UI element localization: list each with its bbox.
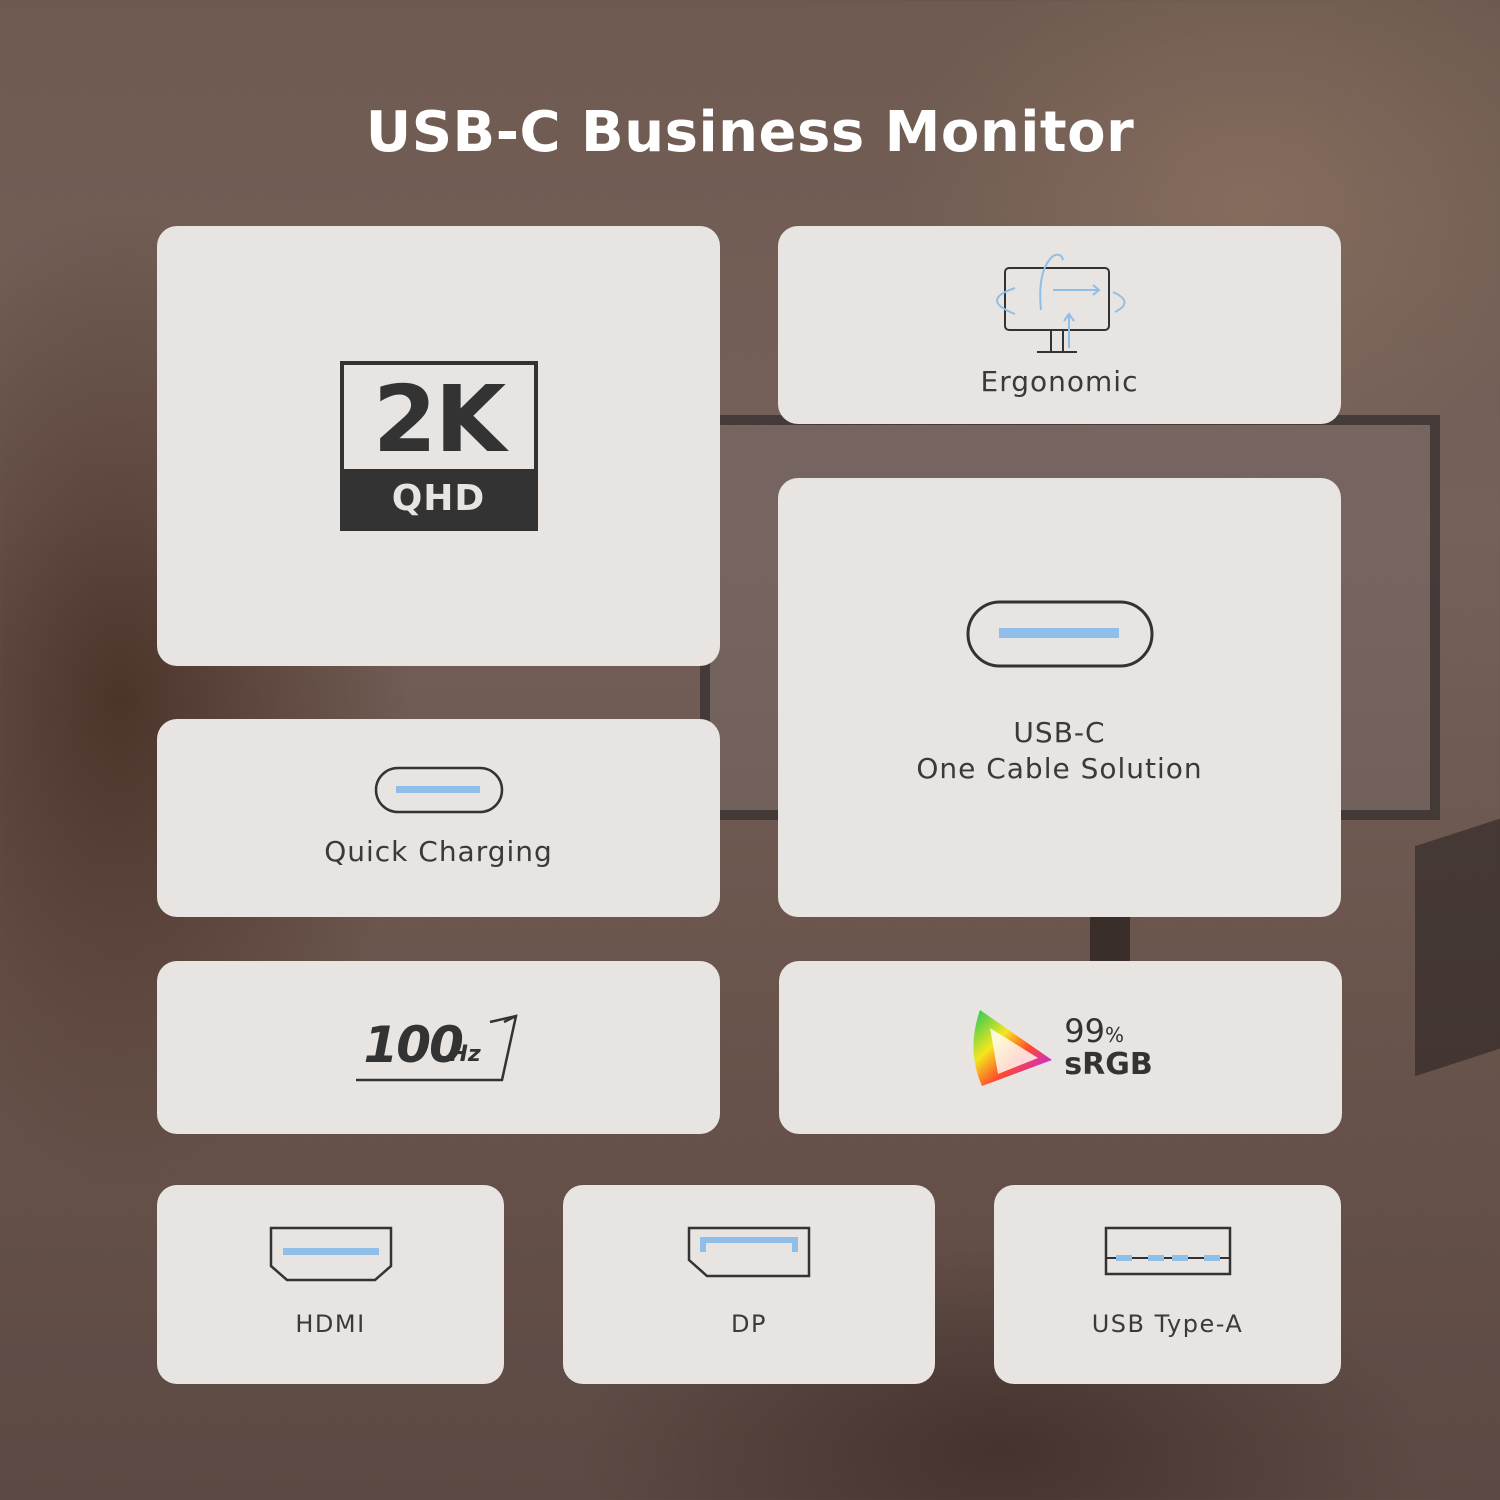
ergonomic-label: Ergonomic: [980, 365, 1139, 398]
resolution-small-text: QHD: [343, 469, 534, 527]
feature-card-usbc: USB-C One Cable Solution: [778, 478, 1341, 917]
hdmi-label: HDMI: [295, 1309, 366, 1338]
port-card-usb-type-a: USB Type-A: [994, 1185, 1341, 1384]
refresh-rate-value: 100: [363, 1015, 464, 1074]
100hz-badge-icon: 100 Hz: [354, 1008, 524, 1088]
usbc-label-line1: USB-C: [1013, 715, 1106, 749]
port-card-displayport: DP: [563, 1185, 935, 1384]
srgb-label: sRGB: [1064, 1046, 1153, 1082]
usbc-label-line2: One Cable Solution: [916, 751, 1203, 785]
srgb-percent-sign: %: [1104, 1022, 1124, 1047]
srgb-percent-value: 99: [1064, 1011, 1105, 1050]
refresh-rate-unit: Hz: [449, 1041, 481, 1067]
quick-charging-label: Quick Charging: [324, 835, 553, 868]
feature-card-refresh-rate: 100 Hz: [157, 961, 720, 1134]
usb-c-charging-port-icon: [374, 766, 503, 814]
usb-type-a-port-icon: [1104, 1226, 1231, 1275]
port-card-hdmi: HDMI: [157, 1185, 504, 1384]
feature-card-color-gamut: 99% sRGB: [779, 961, 1342, 1134]
feature-card-ergonomic: Ergonomic: [778, 226, 1341, 424]
background-laptop: [1415, 813, 1500, 1077]
feature-card-resolution: 2K QHD: [157, 226, 720, 666]
usb-type-a-label: USB Type-A: [1091, 1309, 1244, 1338]
displayport-icon: [687, 1226, 811, 1277]
ergonomic-monitor-icon: [995, 253, 1125, 353]
hdmi-port-icon: [269, 1226, 392, 1281]
usb-c-port-icon: [966, 600, 1153, 667]
resolution-big-text: 2K: [372, 365, 506, 473]
2k-qhd-badge-icon: 2K QHD: [339, 361, 538, 531]
dp-label: DP: [731, 1309, 767, 1338]
page-title: USB-C Business Monitor: [365, 100, 1135, 165]
hz-frame-icon: [355, 1013, 518, 1081]
feature-card-quick-charging: Quick Charging: [157, 719, 720, 917]
color-gamut-triangle-icon: [973, 1009, 1053, 1086]
